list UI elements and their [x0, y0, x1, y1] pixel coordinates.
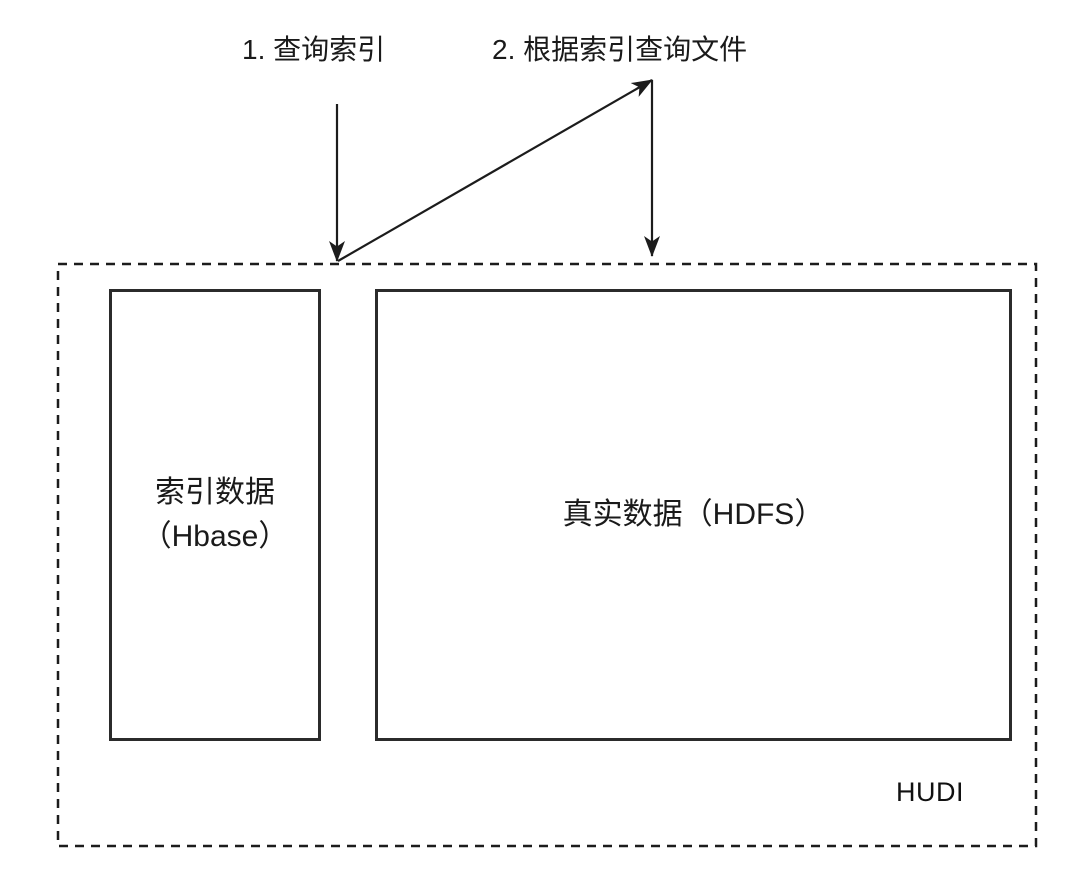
hudi-label: HUDI: [896, 777, 964, 807]
annotation-step2-query-files-by-index: 2. 根据索引查询文件: [492, 34, 748, 65]
step2-diagonal-arrow: [337, 79, 653, 262]
index-data-label-line2: （Hbase）: [141, 520, 289, 553]
real-data-box: 真实数据（HDFS）: [375, 289, 1012, 741]
index-data-label: 索引数据 （Hbase）: [142, 471, 289, 559]
real-data-label: 真实数据（HDFS）: [562, 498, 825, 531]
index-data-label-line1: 索引数据: [155, 476, 275, 509]
annotation-step1-query-index: 1. 查询索引: [242, 34, 386, 65]
index-data-box: 索引数据 （Hbase）: [109, 289, 321, 741]
